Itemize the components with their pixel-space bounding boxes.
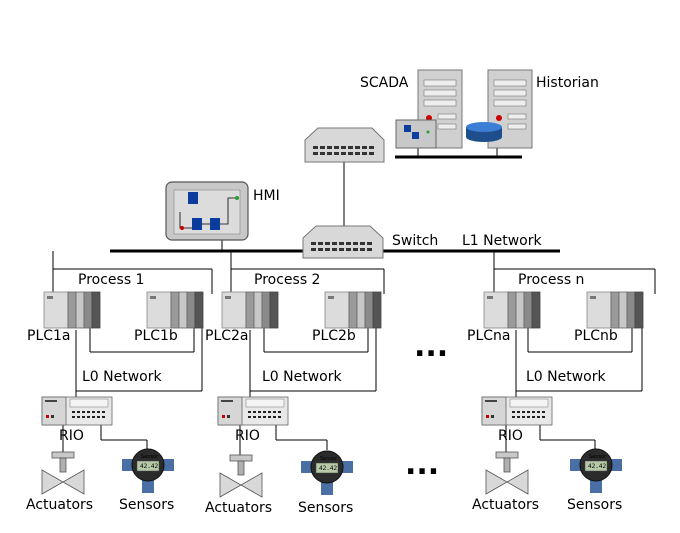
switch-icon: [302, 225, 384, 259]
hmi-label: HMI: [253, 188, 280, 204]
l1-network-label: L1 Network: [462, 233, 543, 249]
sensor-n-gauge-icon: 42.42 Sensor: [569, 448, 623, 494]
sensors-n-label: Sensors: [567, 497, 622, 513]
process-2-label: Process 2: [254, 272, 320, 288]
ellipsis-top: ...: [414, 329, 448, 364]
rio-n-icon: [481, 396, 553, 426]
l0-network-label-n: L0 Network: [526, 369, 607, 385]
plc1b-icon: [146, 291, 204, 329]
scada-label: SCADA: [360, 75, 409, 91]
actuator-1-valve-icon: [41, 451, 85, 495]
ellipsis-bottom: ...: [405, 447, 439, 482]
sensor-1-title: Sensor: [141, 454, 159, 460]
sensor-1-reading: 42.42: [140, 463, 158, 470]
actuators-1-label: Actuators: [26, 497, 93, 513]
switch-label: Switch: [392, 233, 438, 249]
sensor-n-title: Sensor: [589, 454, 607, 460]
plcnb-icon: [586, 291, 644, 329]
plcnb-label: PLCnb: [574, 328, 618, 344]
plcna-label: PLCna: [467, 328, 510, 344]
rio-n-label: RIO: [498, 428, 523, 444]
plc2a-icon: [221, 291, 279, 329]
sensor-2-reading: 42.42: [319, 465, 337, 472]
rio-1-icon: [41, 396, 113, 426]
plcna-icon: [483, 291, 541, 329]
sensor-2-gauge-icon: 42.42 Sensor: [300, 450, 354, 496]
plc2b-icon: [324, 291, 382, 329]
rio-2-label: RIO: [235, 428, 260, 444]
l0-network-label-1: L0 Network: [82, 369, 163, 385]
process-1-label: Process 1: [78, 272, 144, 288]
router-icon: [304, 127, 385, 163]
historian-label: Historian: [536, 75, 599, 91]
historian-server-icon: [466, 69, 533, 149]
plc2b-label: PLC2b: [312, 328, 356, 344]
actuators-2-label: Actuators: [205, 500, 272, 516]
actuator-n-valve-icon: [485, 451, 529, 495]
sensors-2-label: Sensors: [298, 500, 353, 516]
sensor-1-gauge-icon: 42.42 Sensor: [121, 448, 175, 494]
sensors-1-label: Sensors: [119, 497, 174, 513]
rio-1-label: RIO: [59, 428, 84, 444]
actuators-n-label: Actuators: [472, 497, 539, 513]
sensor-2-title: Sensor: [320, 456, 338, 462]
sensor-n-reading: 42.42: [588, 463, 606, 470]
plc1a-icon: [43, 291, 101, 329]
process-n-label: Process n: [518, 272, 584, 288]
l0-network-label-2: L0 Network: [262, 369, 343, 385]
plc1b-label: PLC1b: [134, 328, 178, 344]
hmi-panel-icon: [165, 181, 249, 241]
plc2a-label: PLC2a: [205, 328, 249, 344]
scada-server-icon: [395, 69, 463, 149]
plc1a-label: PLC1a: [27, 328, 71, 344]
actuator-2-valve-icon: [219, 454, 263, 498]
rio-2-icon: [217, 396, 289, 426]
